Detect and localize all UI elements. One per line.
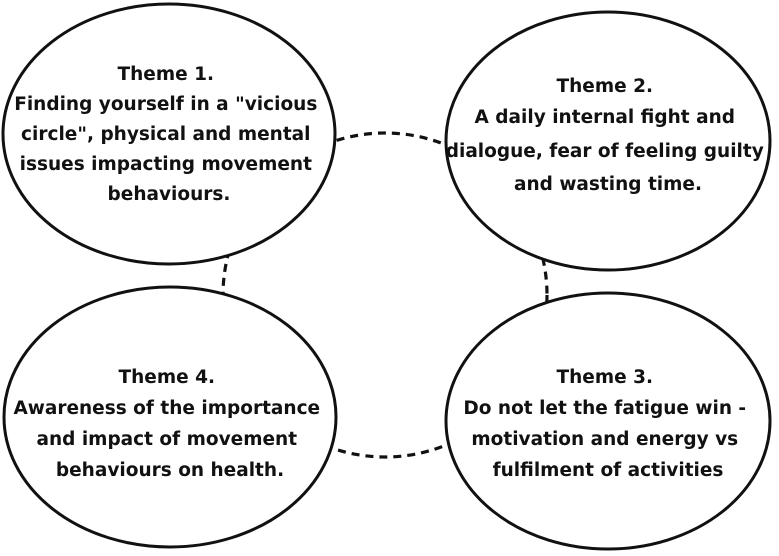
theme-3-ellipse (444, 291, 772, 551)
theme-1-text: Theme 1. Finding yourself in a "vicious … (14, 64, 324, 205)
theme-3-line-3: fulfilment of activities (493, 460, 724, 481)
theme-4-ellipse (2, 285, 338, 549)
theme-4-node: Theme 4. Awareness of the importance and… (2, 285, 338, 549)
theme-2-line-2: dialogue, fear of feeling guilty (446, 141, 764, 162)
theme-4-title: Theme 4. (119, 367, 216, 388)
theme-2-line-1: A daily internal fight and (475, 107, 735, 128)
theme-2-line-3: and wasting time. (514, 174, 702, 195)
theme-3-title: Theme 3. (557, 367, 654, 388)
theme-2-ellipse (444, 10, 772, 272)
theme-3-line-1: Do not let the fatigue win - (463, 398, 746, 419)
theme-1-line-4: behaviours. (108, 184, 231, 205)
theme-1-line-1: Finding yourself in a "vicious (14, 94, 317, 115)
theme-2-text: Theme 2. A daily internal fight and dial… (446, 76, 771, 195)
theme-4-line-2: and impact of movement (36, 429, 297, 450)
theme-1-node: Theme 1. Finding yourself in a "vicious … (1, 2, 337, 266)
theme-2-node: Theme 2. A daily internal fight and dial… (444, 10, 772, 272)
theme-2-title: Theme 2. (557, 76, 654, 97)
theme-3-line-2: motivation and energy vs (471, 429, 738, 450)
theme-4-line-1: Awareness of the importance (13, 398, 320, 419)
theme-1-line-3: issues impacting movement (20, 154, 312, 175)
theme-3-node: Theme 3. Do not let the fatigue win - mo… (444, 291, 772, 551)
theme-4-line-3: behaviours on health. (56, 460, 284, 481)
theme-3-text: Theme 3. Do not let the fatigue win - mo… (463, 367, 752, 481)
theme-1-title: Theme 1. (118, 64, 215, 85)
theme-1-ellipse (1, 2, 337, 266)
theme-1-line-2: circle", physical and mental (21, 124, 310, 145)
theme-4-text: Theme 4. Awareness of the importance and… (13, 367, 326, 481)
